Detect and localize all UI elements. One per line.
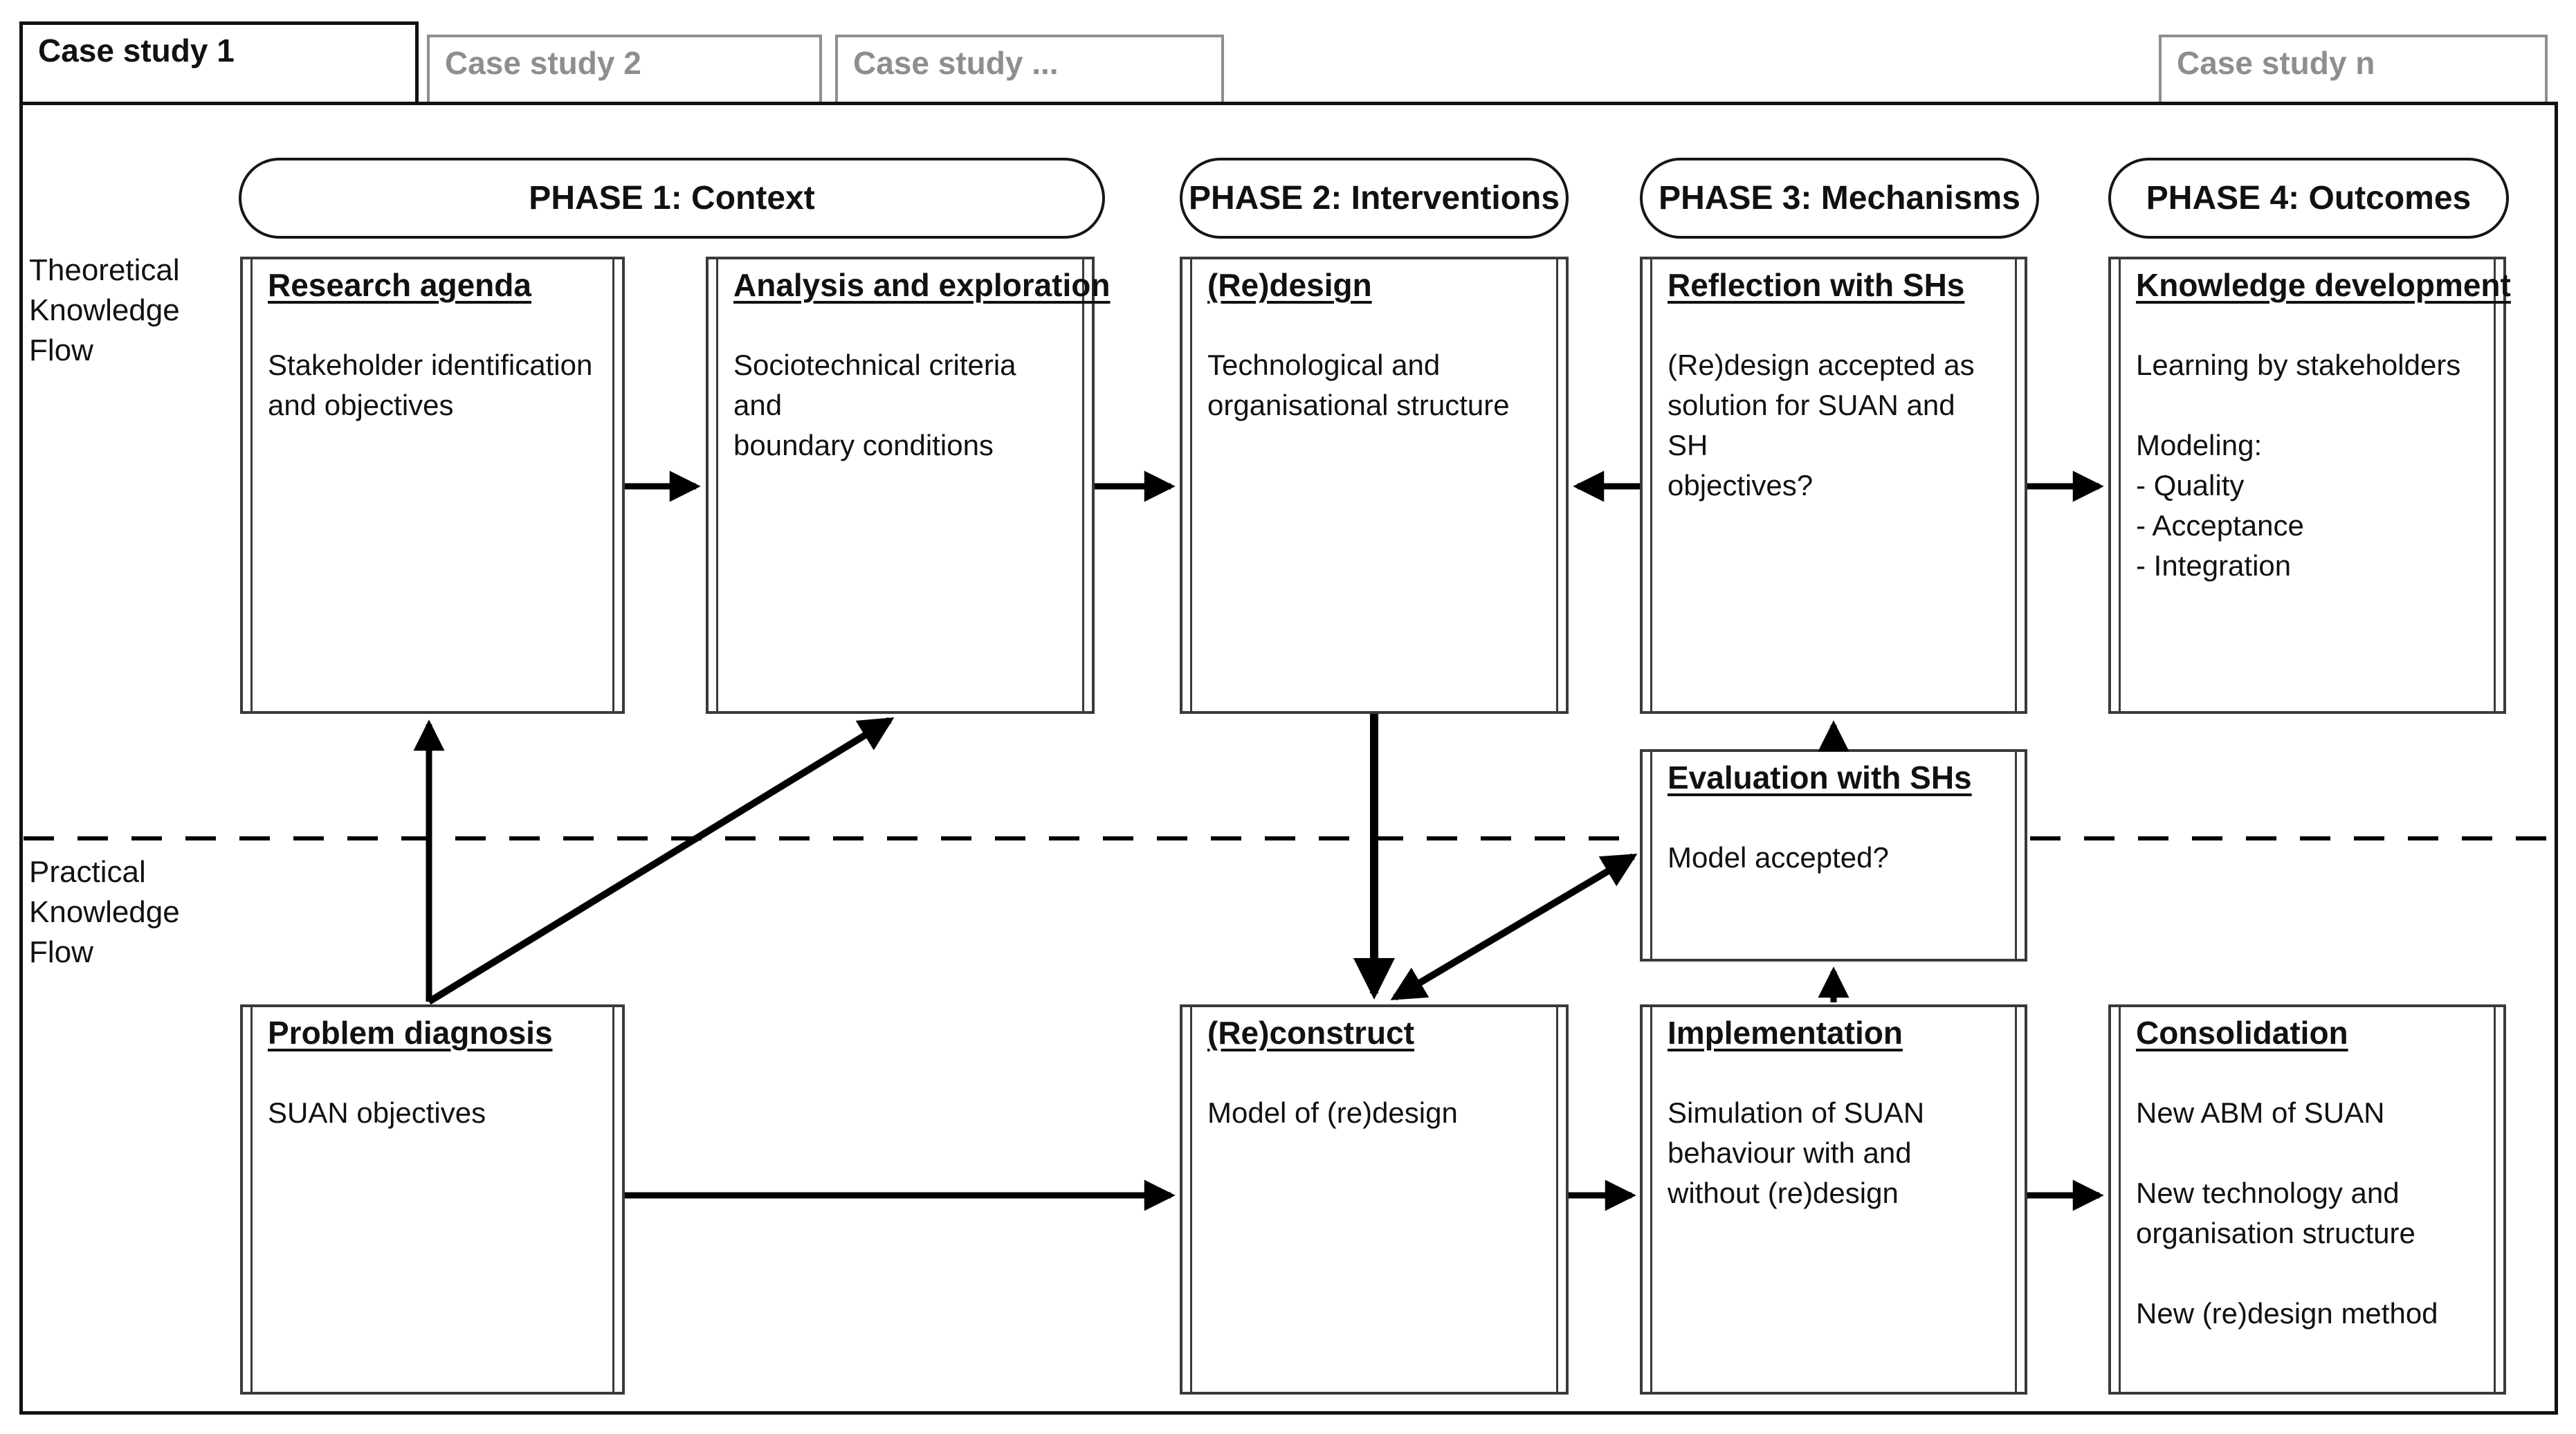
box-body: Model accepted? (1668, 841, 1889, 874)
theoretical-knowledge-flow-label: Theoretical Knowledge Flow (29, 253, 180, 367)
box-reflection-with-shs: Reflection with SHs (Re)design accepted … (1640, 257, 2027, 714)
box-implementation: Implementation Simulation of SUAN behavi… (1640, 1004, 2027, 1395)
box-knowledge-development: Knowledge development Learning by stakeh… (2108, 257, 2511, 714)
box-analysis-and-exploration: Analysis and exploration Sociotechnical … (706, 257, 1111, 714)
box-body: Model of (re)design (1207, 1096, 1458, 1129)
phase-1-header: PHASE 1: Context (239, 158, 1105, 239)
box-title: (Re)design (1207, 267, 1372, 303)
tab-case-study-1[interactable]: Case study 1 (19, 21, 419, 102)
box-body: Sociotechnical criteria and boundary con… (733, 349, 1016, 461)
tab-case-study-2[interactable]: Case study 2 (427, 35, 822, 102)
box-body: SUAN objectives (268, 1096, 486, 1129)
box-reconstruct: (Re)construct Model of (re)design (1180, 1004, 1569, 1395)
box-title: Evaluation with SHs (1668, 760, 1972, 796)
box-title: Research agenda (268, 267, 531, 303)
box-consolidation: Consolidation New ABM of SUAN New techno… (2108, 1004, 2506, 1395)
box-body: Technological and organisational structu… (1207, 349, 1510, 421)
phase-4-header: PHASE 4: Outcomes (2108, 158, 2509, 239)
box-title: Analysis and exploration (733, 267, 1111, 303)
box-title: Problem diagnosis (268, 1015, 553, 1051)
box-title: Implementation (1668, 1015, 1903, 1051)
phase-2-header: PHASE 2: Interventions (1180, 158, 1569, 239)
box-body: (Re)design accepted as solution for SUAN… (1668, 349, 1975, 502)
phase-3-header: PHASE 3: Mechanisms (1640, 158, 2039, 239)
box-title: Knowledge development (2136, 267, 2511, 303)
box-body: Learning by stakeholders Modeling: - Qua… (2136, 349, 2461, 582)
box-title: (Re)construct (1207, 1015, 1415, 1051)
tab-case-study-n[interactable]: Case study n (2159, 35, 2548, 102)
box-title: Reflection with SHs (1668, 267, 1965, 303)
box-title: Consolidation (2136, 1015, 2348, 1051)
box-redesign: (Re)design Technological and organisatio… (1180, 257, 1569, 714)
box-body: New ABM of SUAN New technology and organ… (2136, 1096, 2438, 1330)
tab-case-study-etc[interactable]: Case study ... (835, 35, 1224, 102)
box-body: Simulation of SUAN behaviour with and wi… (1668, 1096, 1925, 1209)
box-evaluation-with-shs: Evaluation with SHs Model accepted? (1640, 749, 2027, 962)
practical-knowledge-flow-label: Practical Knowledge Flow (29, 855, 180, 969)
box-body: Stakeholder identification and objective… (268, 349, 593, 421)
box-research-agenda: Research agenda Stakeholder identificati… (240, 257, 625, 714)
box-problem-diagnosis: Problem diagnosis SUAN objectives (240, 1004, 625, 1395)
